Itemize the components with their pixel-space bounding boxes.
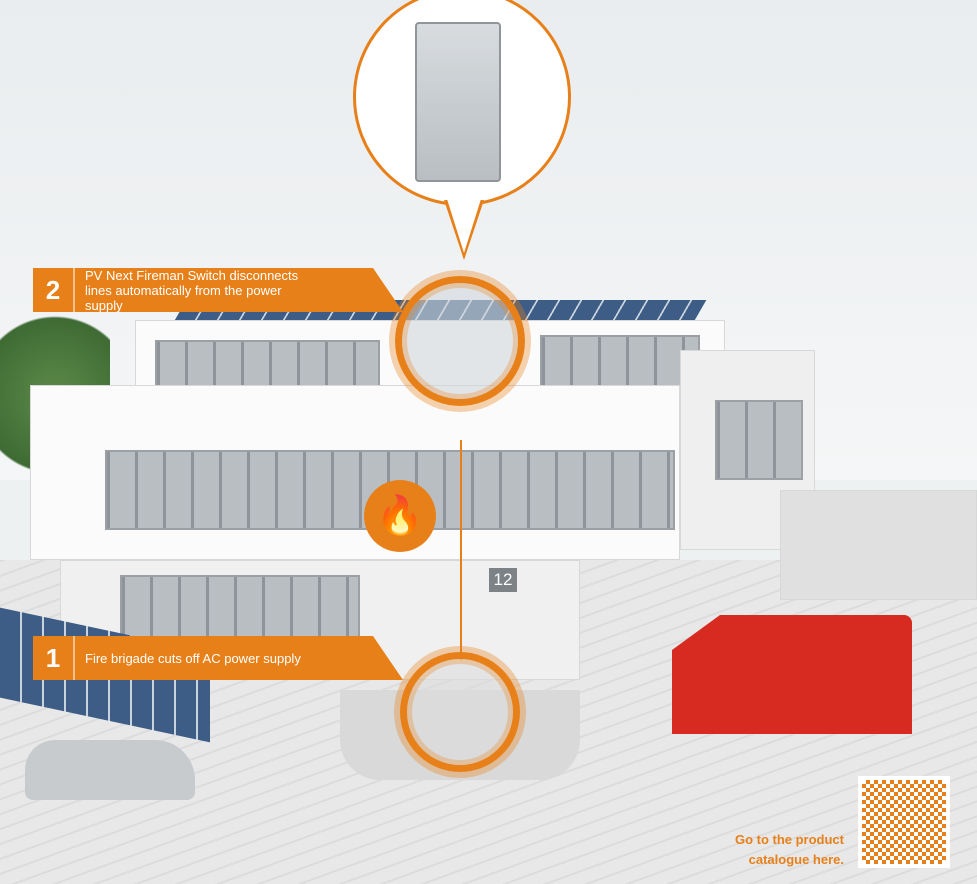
switch-highlight-ring — [395, 276, 525, 406]
callout-1: 1 Fire brigade cuts off AC power supply — [33, 636, 403, 680]
callout-2: 2 PV Next Fireman Switch disconnects lin… — [33, 268, 403, 312]
callout-text: PV Next Fireman Switch disconnects lines… — [85, 267, 299, 313]
callout-number: 1 — [33, 636, 75, 680]
fireman-switch-product — [415, 22, 501, 182]
building-number-sign: 12 — [489, 568, 517, 592]
car — [25, 740, 195, 800]
qr-code-pattern — [862, 780, 946, 864]
signal-line — [460, 440, 462, 660]
callout-text: Fire brigade cuts off AC power supply — [85, 650, 301, 666]
basement-highlight-ring — [400, 652, 520, 772]
qr-code[interactable] — [858, 776, 950, 868]
fire-icon: 🔥 — [364, 480, 436, 552]
window — [715, 400, 803, 480]
magnifier-pointer-inner — [447, 199, 481, 253]
catalogue-link-text[interactable]: Go to the product catalogue here. — [734, 832, 844, 867]
window — [120, 575, 360, 640]
fire-truck — [672, 615, 912, 734]
callout-number: 2 — [33, 268, 75, 312]
neighbor-building — [780, 490, 977, 600]
